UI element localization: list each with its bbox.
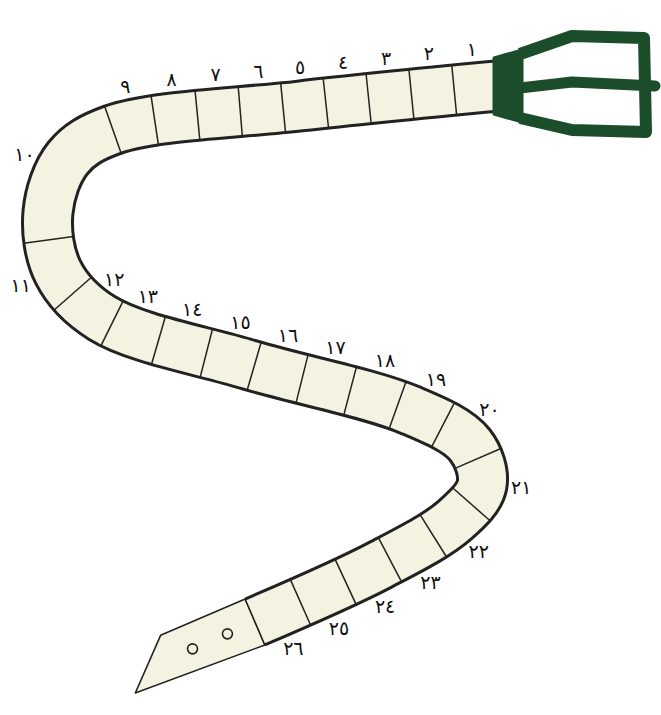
segment-number: ١٦	[278, 326, 298, 345]
segment-number: ١٨	[375, 351, 395, 370]
segment-divider	[290, 579, 310, 625]
segment-divider	[54, 277, 92, 310]
segment-number: ٢١	[511, 477, 531, 496]
segment-number: ٢٣	[420, 573, 440, 592]
segment-divider	[151, 316, 165, 364]
segment-divider	[432, 403, 455, 447]
segment-number: ٥	[295, 57, 305, 76]
segment-divider	[151, 96, 158, 145]
segment-number: ١٥	[230, 312, 250, 331]
segment-number: ١٩	[426, 369, 446, 388]
segment-divider	[409, 69, 414, 119]
segment-number: ١٣	[138, 287, 158, 306]
segment-number: ٢٤	[375, 597, 395, 616]
segment-number: ٧	[210, 65, 220, 84]
segment-number: ٢	[424, 44, 434, 63]
segment-number: ١٢	[104, 270, 124, 289]
segment-divider	[452, 65, 457, 115]
segment-divider	[101, 301, 123, 346]
segment-divider	[238, 87, 242, 137]
belt-outline	[47, 86, 497, 622]
segment-divider	[24, 237, 74, 244]
belt-tip	[135, 599, 265, 693]
belt-hole	[188, 644, 198, 654]
belt-guide	[47, 86, 497, 622]
segment-number: ٢٠	[479, 400, 499, 419]
segment-divider	[366, 74, 371, 124]
segment-number: ٨	[166, 69, 176, 88]
segment-divider	[281, 83, 286, 133]
segment-number: ٢٦	[283, 638, 303, 657]
segment-divider	[105, 106, 122, 153]
segment-number: ٦	[253, 61, 263, 80]
segment-number: ٢٥	[329, 618, 349, 637]
segment-number: ٢٢	[469, 542, 489, 561]
segment-divider	[344, 367, 357, 415]
segment-divider	[247, 342, 261, 390]
segment-number: ٣	[381, 48, 391, 67]
segment-divider	[296, 355, 308, 404]
segment-number: ٩	[120, 76, 130, 95]
belt-band	[47, 86, 497, 622]
segment-number: ١٠	[14, 145, 34, 164]
segment-divider	[455, 449, 501, 469]
belt-hole	[222, 629, 232, 639]
segment-number: ١٤	[182, 300, 202, 319]
segment-number: ١١	[11, 275, 31, 294]
segment-divider	[323, 78, 328, 128]
segment-divider	[195, 90, 200, 140]
segment-divider	[420, 515, 447, 557]
segment-number: ٤	[338, 53, 348, 72]
buckle	[494, 36, 655, 132]
segment-number: ١٧	[325, 338, 345, 357]
segment-divider	[389, 382, 406, 429]
buckle-prong	[520, 82, 655, 88]
segment-divider	[453, 488, 491, 521]
segment-divider	[335, 559, 356, 604]
segment-divider	[378, 538, 401, 582]
segment-number: ١	[467, 40, 477, 59]
segment-divider	[200, 329, 212, 377]
segment-divider	[245, 599, 265, 645]
